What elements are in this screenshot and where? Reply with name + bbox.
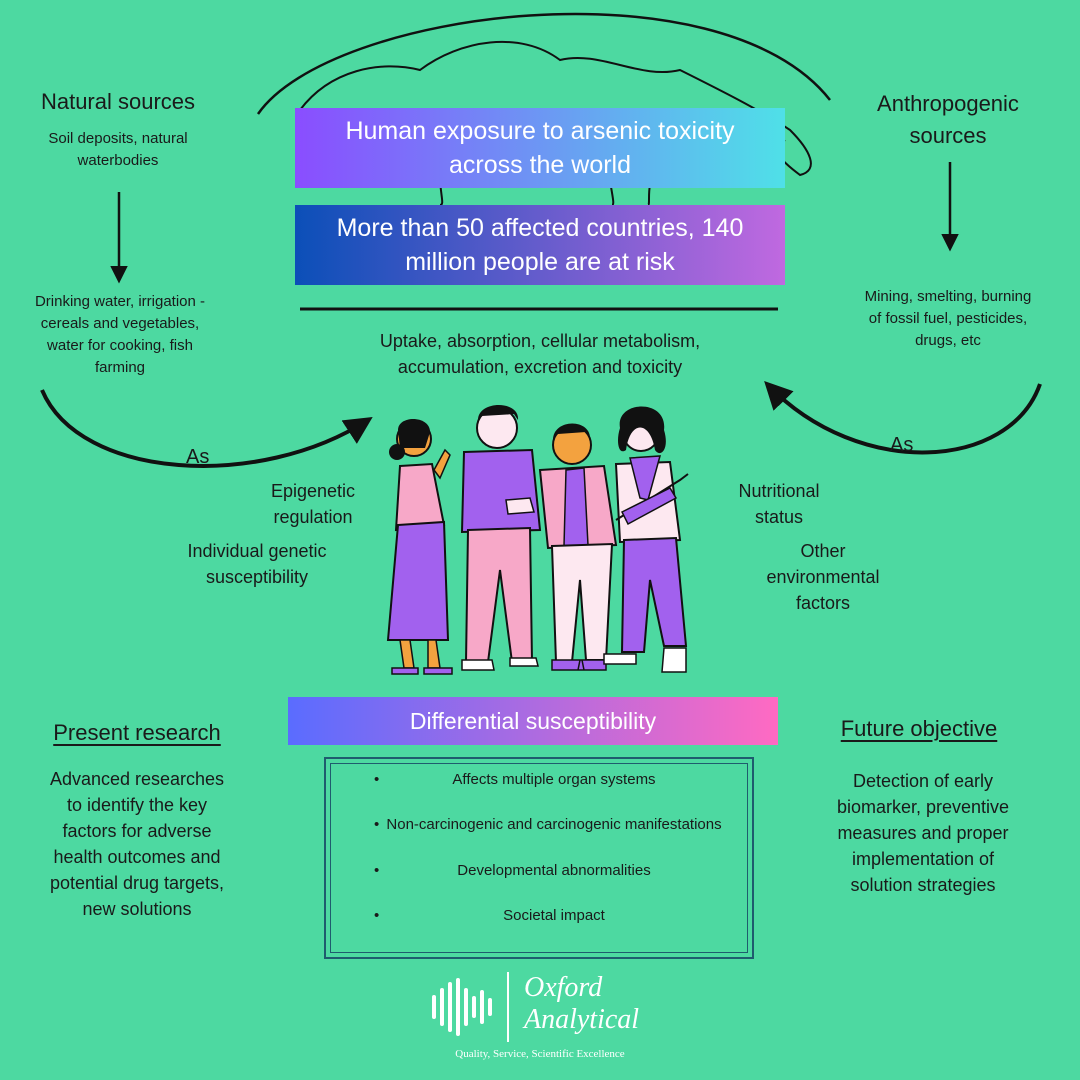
natural-sources-uses: Drinking water, irrigation - cereals and… — [34, 293, 206, 376]
page-title: Human exposure to arsenic toxicity acros… — [345, 117, 735, 179]
people-illustration-icon — [386, 405, 689, 675]
logo-tagline: Quality, Service, Scientific Excellence — [455, 1048, 625, 1060]
list-item: Affects multiple organ systems — [326, 769, 752, 791]
logo-name-line2: Analytical — [524, 1004, 640, 1035]
natural-sources-detail: Soil deposits, natural waterbodies — [48, 130, 188, 169]
susceptibility-title: Differential susceptibility — [409, 708, 657, 734]
continent-doodle-icon — [299, 40, 812, 177]
factor-nutritional: Nutritional status — [738, 481, 820, 527]
stat-banner: More than 50 affected countries, 140 mil… — [295, 205, 785, 285]
waveform-logo-icon — [432, 978, 492, 1036]
left-curved-arrow — [40, 389, 373, 468]
susceptibility-box: Affects multiple organ systems Non-carci… — [324, 757, 754, 959]
anthropogenic-arrow-label: As — [890, 434, 914, 456]
factor-genetic: Individual genetic susceptibility — [187, 541, 327, 587]
natural-arrow-label: As — [186, 446, 210, 468]
stat-text: More than 50 affected countries, 140 mil… — [336, 214, 744, 276]
list-item: Developmental abnormalities — [326, 860, 752, 882]
logo-name-line1: Oxford — [524, 972, 603, 1003]
list-item: Non-carcinogenic and carcinogenic manife… — [326, 814, 752, 836]
logo: Oxford Analytical — [524, 972, 639, 1036]
present-research-heading: Present research — [53, 720, 221, 745]
present-research-text: Advanced researches to identify the key … — [49, 769, 225, 919]
globe-outline-icon — [256, 12, 831, 115]
future-objective-text: Detection of early biomarker, preventive… — [836, 771, 1010, 895]
anthropogenic-sources-heading: Anthropogenic sources — [877, 91, 1019, 148]
right-curved-arrow — [764, 380, 1042, 455]
anthropogenic-sources-detail: Mining, smelting, burning of fossil fuel… — [864, 288, 1032, 349]
title-banner: Human exposure to arsenic toxicity acros… — [295, 108, 785, 188]
susceptibility-list: Affects multiple organ systems Non-carci… — [326, 769, 752, 927]
susceptibility-banner: Differential susceptibility — [288, 697, 778, 745]
list-item: Societal impact — [326, 905, 752, 927]
future-objective-heading: Future objective — [840, 716, 998, 741]
pathway-text: Uptake, absorption, cellular metabolism,… — [379, 331, 701, 377]
factor-epigenetic: Epigenetic regulation — [270, 481, 356, 527]
factor-environmental: Other environmental factors — [766, 541, 880, 613]
natural-sources-heading: Natural sources — [40, 89, 196, 114]
